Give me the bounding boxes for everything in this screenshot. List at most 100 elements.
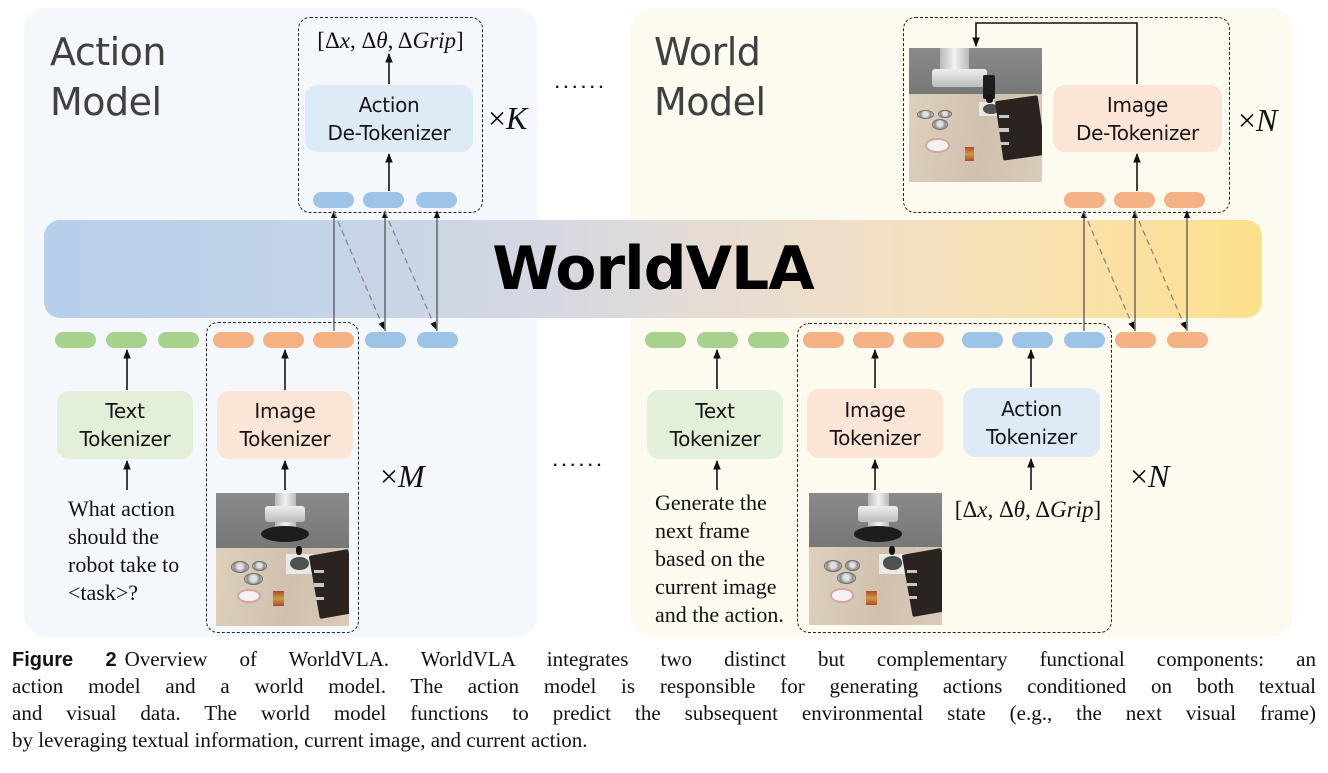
prompt-line: Generate the <box>655 490 767 515</box>
plate <box>237 588 262 604</box>
times-symbol: × <box>1130 458 1149 494</box>
image-token <box>1164 192 1205 208</box>
box-label: Tokenizer <box>79 427 171 451</box>
action-output-vector: [Δx, Δθ, ΔGrip] <box>298 27 483 55</box>
prompt-line: should the <box>68 524 160 549</box>
action-token <box>365 332 406 348</box>
stove-burner <box>983 103 1000 115</box>
caption-text: Overview of WorldVLA. WorldVLA integrate… <box>124 647 1316 671</box>
times-symbol: × <box>380 458 399 494</box>
prompt-line: next frame <box>655 518 750 543</box>
math-segment: ] <box>1093 497 1102 522</box>
image-token <box>263 332 304 348</box>
action-token <box>1012 332 1053 348</box>
image-action-input-group <box>797 323 1112 633</box>
box-label: Tokenizer <box>986 424 1077 449</box>
plate <box>924 137 951 153</box>
action-token <box>1064 332 1105 348</box>
robot-gripper <box>265 506 306 523</box>
action-tokenizer: Action Tokenizer <box>963 388 1100 457</box>
prompt-line: <task>? <box>68 580 139 605</box>
stove-burner <box>290 556 310 571</box>
plate <box>830 588 855 603</box>
bowl <box>251 560 267 572</box>
math-segment: x <box>977 497 988 522</box>
math-segment: Δ <box>397 28 413 53</box>
moka-pot <box>295 546 303 556</box>
bowl <box>243 572 263 585</box>
bowl <box>844 560 860 571</box>
drawer-handle <box>314 596 324 600</box>
banner-title: WorldVLA <box>492 234 814 304</box>
drawer-handle <box>999 128 1009 132</box>
image-token <box>1115 332 1156 348</box>
stove-burner <box>883 556 903 570</box>
text-tokenizer: Text Tokenizer <box>647 390 783 459</box>
text-token <box>697 332 738 348</box>
box-label: De-Tokenizer <box>327 120 451 145</box>
image-tokenizer: Image Tokenizer <box>217 391 353 459</box>
image-token <box>1064 192 1105 208</box>
times-symbol: × <box>1238 102 1257 138</box>
bowl <box>823 560 843 573</box>
math-segment: Δ <box>361 28 377 53</box>
math-segment: , <box>1025 497 1036 522</box>
current-frame-image <box>809 493 942 625</box>
times-symbol: × <box>488 100 507 136</box>
repeat-n-input-label: ×N <box>1130 457 1169 495</box>
image-token <box>313 332 354 348</box>
bowl <box>836 572 856 585</box>
math-segment: Δ <box>962 497 978 522</box>
math-segment: Grip <box>412 28 457 53</box>
math-segment: Grip <box>1050 497 1094 522</box>
prompt-line: current image <box>655 574 777 599</box>
caption-label: Figure 2 <box>12 649 117 671</box>
drawer-handle <box>907 582 917 586</box>
text-tokenizer: Text Tokenizer <box>57 391 193 459</box>
text-token <box>645 332 686 348</box>
prompt-line: What action <box>68 496 175 521</box>
action-token <box>962 332 1003 348</box>
box-label: Tokenizer <box>829 425 921 450</box>
text-token <box>55 332 96 348</box>
robot-gripper <box>931 69 988 87</box>
predicted-next-frame-image <box>909 48 1042 182</box>
math-segment: Δ <box>998 497 1014 522</box>
action-model-title: Action Model <box>50 27 167 127</box>
box-label: Action <box>1001 396 1062 421</box>
repeat-variable: M <box>398 458 425 494</box>
math-segment: ] <box>456 28 464 53</box>
title-line: World <box>654 30 761 74</box>
title-line: Model <box>654 80 766 124</box>
box-label: Text <box>695 398 735 423</box>
box-label: Image <box>844 397 906 422</box>
repeat-n-label: ×N <box>1238 101 1277 139</box>
box-label: Tokenizer <box>239 427 331 451</box>
world-model-title: World Model <box>654 27 766 127</box>
title-line: Model <box>50 80 162 124</box>
robot-base <box>854 526 903 542</box>
box-label: De-Tokenizer <box>1076 120 1199 145</box>
current-frame-image <box>216 493 349 626</box>
math-segment: θ <box>1013 497 1026 522</box>
ellipsis-top: ...... <box>555 75 608 92</box>
prompt-line: robot take to <box>68 552 180 577</box>
snack-box <box>964 147 975 161</box>
math-segment: Δ <box>324 28 340 53</box>
box-label: Text <box>105 399 145 423</box>
box-label: Image <box>1106 92 1169 117</box>
image-token <box>1167 332 1208 348</box>
caption-line: by leveraging textual information, curre… <box>12 728 588 752</box>
repeat-variable: K <box>506 100 528 136</box>
text-token <box>106 332 147 348</box>
prompt-line: based on the <box>655 546 765 571</box>
text-token <box>158 332 199 348</box>
drawer-handle <box>999 141 1009 145</box>
action-input-vector: [Δx, Δθ, ΔGrip] <box>952 496 1104 524</box>
image-token <box>1114 192 1155 208</box>
caption-line: Figure 2 Overview of WorldVLA. WorldVLA i… <box>12 646 1316 674</box>
repeat-k-label: ×K <box>488 99 527 137</box>
caption-line: and visual data. The world model functio… <box>12 701 1316 725</box>
math-segment: , <box>387 28 398 53</box>
